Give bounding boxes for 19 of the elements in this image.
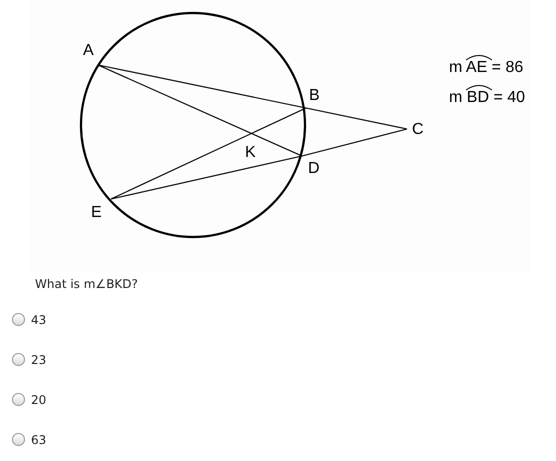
line-segment	[110, 155, 302, 200]
line-segment	[98, 64, 302, 156]
option-text: 20	[31, 393, 46, 407]
option-text: 43	[31, 313, 46, 327]
arc-measure: m BD = 40	[449, 89, 526, 107]
point-label: D	[308, 161, 320, 177]
point-label: C	[412, 122, 424, 138]
line-segment	[110, 108, 306, 200]
point-label: K	[245, 145, 256, 161]
line-segment	[98, 64, 306, 109]
point-label: A	[83, 43, 94, 59]
point-label: E	[91, 205, 102, 221]
option-text: 23	[31, 353, 46, 367]
option-text: 63	[31, 433, 46, 447]
question-text: What is m∠BKD?	[35, 277, 138, 291]
line-segment	[302, 128, 408, 157]
arc-measure: m AE = 86	[449, 59, 524, 77]
point-label: B	[309, 88, 320, 104]
line-segment	[306, 107, 408, 130]
